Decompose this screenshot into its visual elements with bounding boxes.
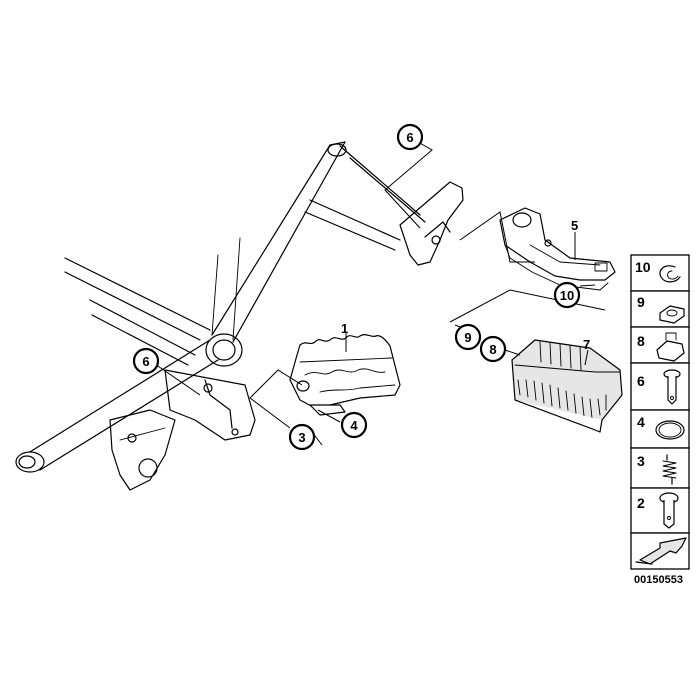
callout-4-circle (340, 411, 368, 439)
circlip-icon (659, 265, 681, 283)
legend-number: 9 (637, 294, 645, 310)
footpeg-serrated (289, 333, 401, 416)
legend-cell (630, 447, 690, 489)
rubber-pad (511, 339, 623, 433)
legend-number: 3 (637, 453, 645, 469)
callout-10: 10 (560, 288, 574, 303)
callouts: 1 3 4 5 6 6 7 8 9 10 (132, 123, 590, 451)
callout-3-circle (288, 423, 316, 451)
callout-5: 5 (571, 218, 578, 233)
ring-icon (655, 420, 685, 440)
callout-7: 7 (583, 337, 590, 352)
callout-6-top: 6 (406, 130, 413, 145)
parts-legend: 10 9 8 6 4 3 2 (630, 254, 690, 586)
hex-nut-icon (656, 332, 685, 362)
legend-cell (630, 362, 690, 411)
callout-1: 1 (341, 321, 348, 336)
legend-cell (630, 409, 690, 449)
legend-number: 10 (635, 259, 651, 275)
pin-icon (663, 369, 681, 405)
washer-icon (659, 305, 685, 324)
legend-number: 6 (637, 373, 645, 389)
bolt-icon (659, 492, 679, 529)
callout-9-circle (454, 323, 482, 351)
callout-10-circle (553, 281, 581, 309)
legend-number: 8 (637, 333, 645, 349)
arrow-icon (635, 537, 687, 565)
legend-number: 4 (637, 414, 645, 430)
legend-cell (630, 487, 690, 534)
callout-3: 3 (298, 430, 305, 445)
callout-6-left: 6 (142, 354, 149, 369)
legend-number: 2 (637, 495, 645, 511)
callout-6-left-circle (132, 347, 160, 375)
passenger-bracket (499, 207, 616, 291)
diagram-id-label: 00150553 (634, 574, 683, 586)
frame-drawing (15, 141, 464, 491)
callout-9: 9 (464, 330, 471, 345)
callout-8-circle (479, 335, 507, 363)
callout-6-top-circle (396, 123, 424, 151)
callout-4: 4 (350, 418, 358, 433)
spring-icon (662, 454, 677, 485)
callout-8: 8 (489, 342, 496, 357)
leader-lines (151, 141, 606, 446)
